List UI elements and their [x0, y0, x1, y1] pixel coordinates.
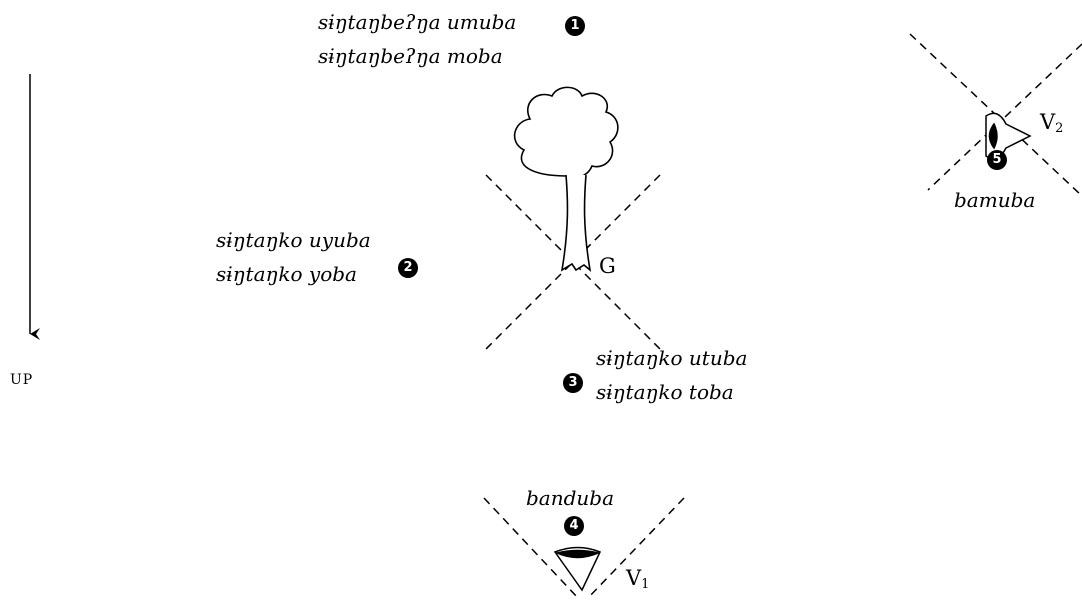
region-3-line-1: sɨŋtaŋko utuba	[596, 346, 748, 370]
viewer-2-subscript: 2	[1055, 121, 1064, 136]
region-2-line-1: sɨŋtaŋko uyuba	[216, 228, 371, 252]
region-5-line-1: bamuba	[954, 188, 1036, 212]
tree-icon	[513, 86, 619, 272]
region-3-number-badge: 3	[563, 373, 583, 393]
region-4-number-badge: 4	[564, 516, 584, 536]
region-5-number-badge: 5	[987, 150, 1007, 170]
region-2-number-badge: 2	[398, 258, 418, 278]
region-1-number-badge: 1	[565, 16, 585, 36]
region-3-line-2: sɨŋtaŋko toba	[596, 380, 734, 404]
region-3-text: sɨŋtaŋko utuba sɨŋtaŋko toba	[596, 344, 747, 406]
viewer-1-letter: V	[626, 566, 642, 590]
ground-label: G	[599, 254, 616, 278]
region-2-text: sɨŋtaŋko uyuba sɨŋtaŋko yoba	[216, 226, 371, 288]
viewer-1-label: V1	[626, 566, 649, 592]
region-1-line-2: sɨŋtaŋbeʔŋa moba	[318, 44, 503, 68]
viewer-1-eye-icon	[553, 546, 602, 592]
region-4-line-1: banduba	[526, 486, 615, 510]
viewer-2-label: V2	[1040, 110, 1063, 136]
region-5-text: bamuba	[954, 186, 1035, 214]
region-1-text: sɨŋtaŋbeʔŋa umuba sɨŋtaŋbeʔŋa moba	[318, 8, 516, 70]
viewer-1-dashed-v	[483, 497, 685, 599]
viewer-1-subscript: 1	[641, 577, 650, 592]
viewer-2-letter: V	[1040, 110, 1056, 134]
region-1-line-1: sɨŋtaŋbeʔŋa umuba	[318, 10, 517, 34]
direction-label: UP	[10, 372, 34, 388]
region-4-text: banduba	[526, 484, 614, 512]
region-2-line-2: sɨŋtaŋko yoba	[216, 262, 357, 286]
